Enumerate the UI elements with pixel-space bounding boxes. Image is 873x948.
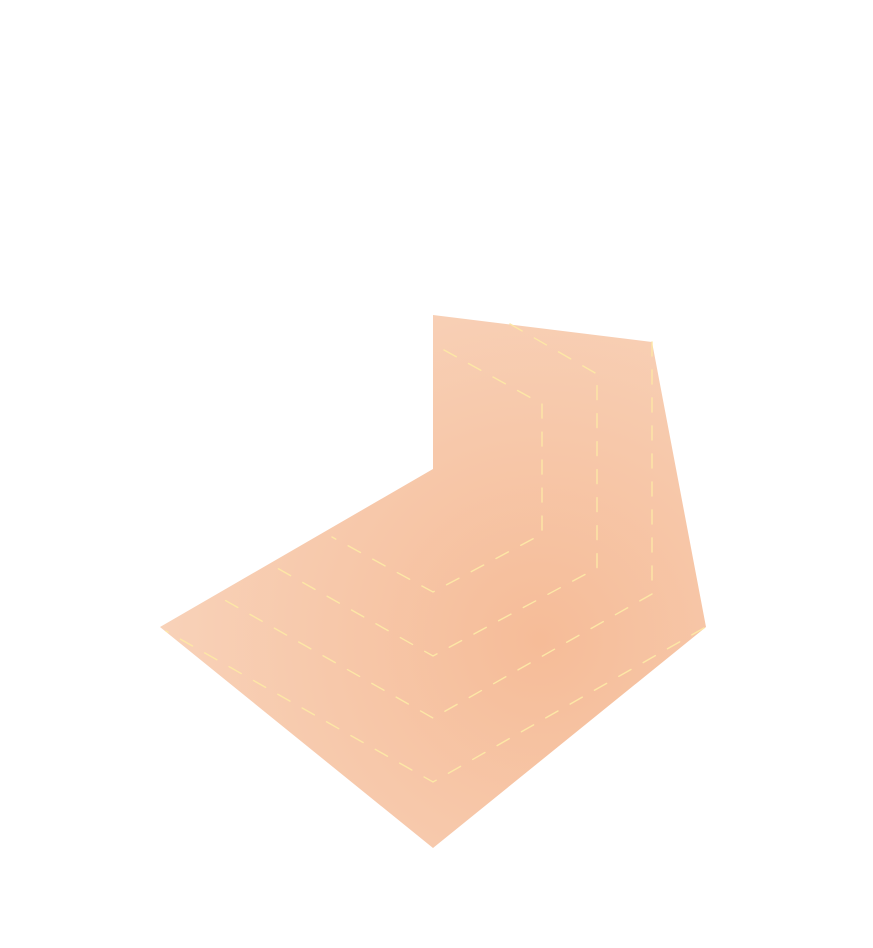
dashed-contour-ring-4 [165,627,705,783]
dashed-contour-ring-2 [269,323,598,657]
isometric-surface [160,315,706,848]
dashed-contour-ring-1 [331,349,543,593]
dashed-contours [165,323,705,783]
dashed-contour-ring-3 [213,341,653,719]
